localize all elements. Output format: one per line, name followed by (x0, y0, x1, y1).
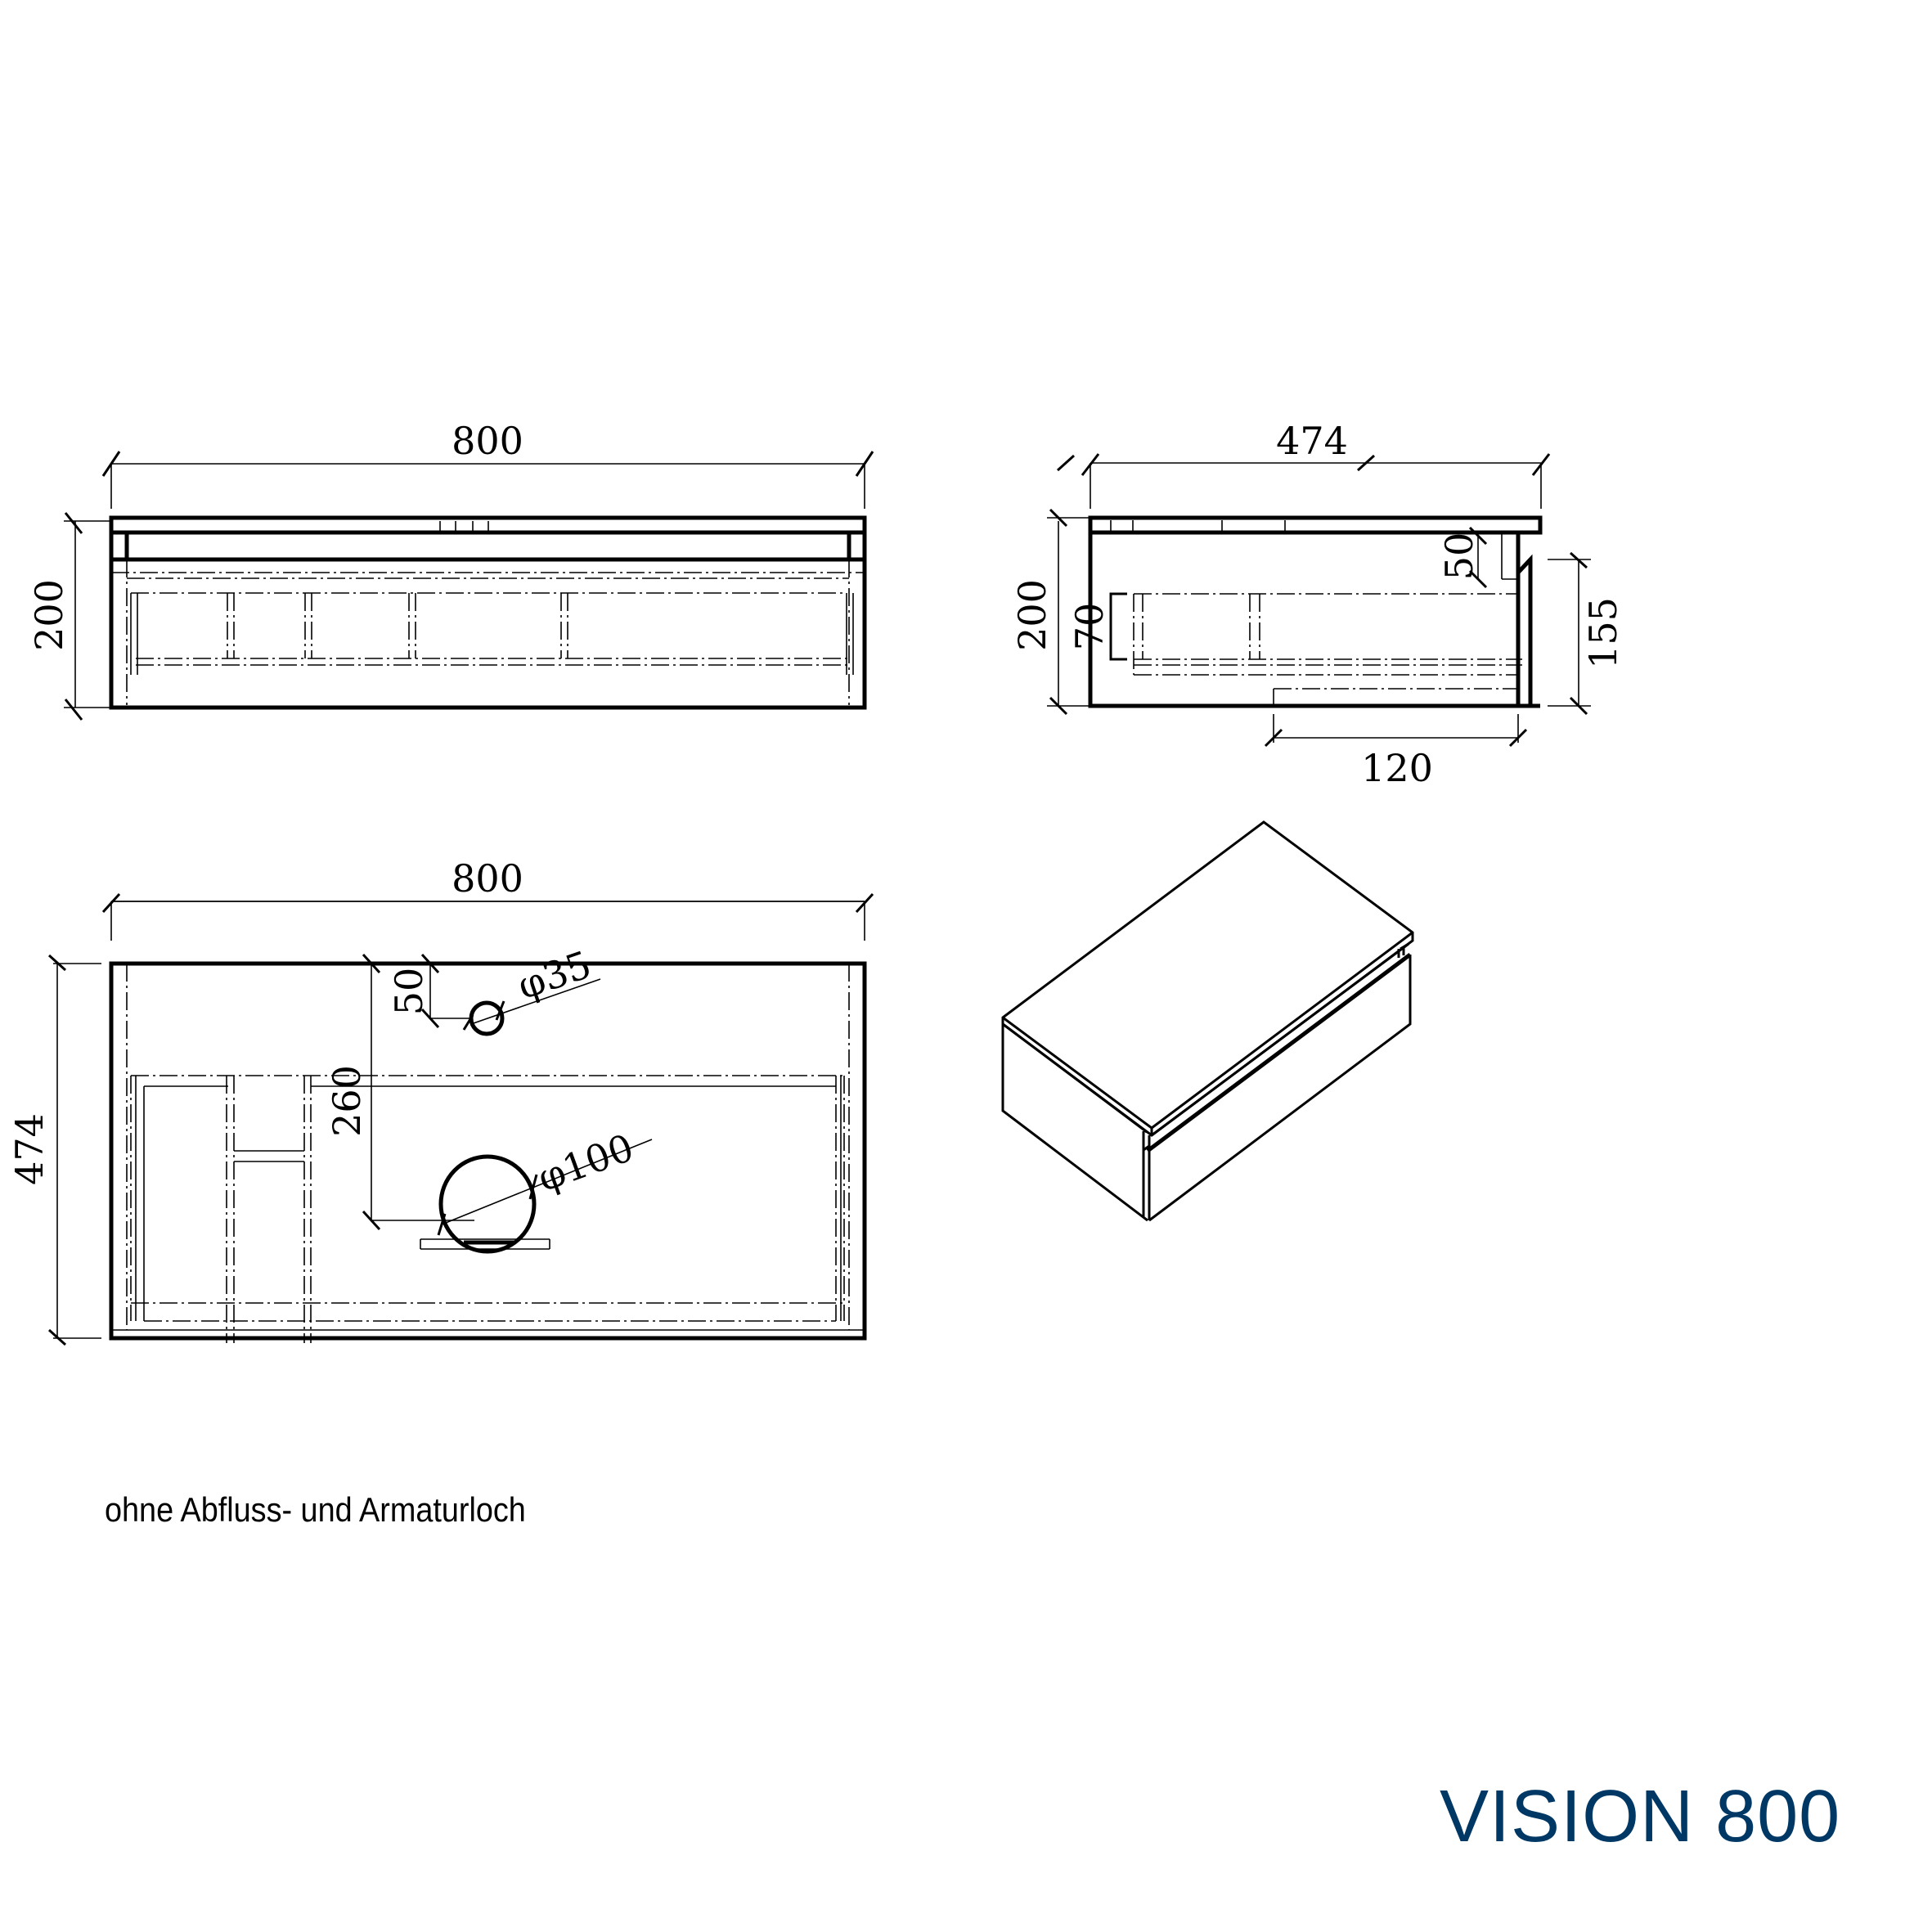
side-front-height-label: 155 (1581, 597, 1625, 669)
side-height-label: 200 (1010, 579, 1054, 651)
side-depth-dimension: 474 (1056, 419, 1551, 509)
side-view: 474 200 50 (1010, 419, 1625, 790)
side-bottom-recess-label: 120 (1361, 746, 1433, 790)
front-height-dimension: 200 (27, 512, 110, 721)
side-height-dimension: 200 (1010, 508, 1090, 716)
drain-hole (438, 1154, 537, 1254)
front-view: 800 200 (27, 419, 874, 721)
side-depth-label: 474 (1276, 419, 1348, 463)
top-depth-label: 474 (7, 1113, 52, 1185)
drain-offset-label: 260 (325, 1065, 369, 1137)
top-width-label: 800 (452, 856, 523, 901)
note-text: ohne Abfluss- und Armaturloch (105, 1490, 526, 1529)
front-width-label: 800 (452, 419, 523, 463)
front-width-dimension: 800 (101, 419, 874, 509)
side-drawer-inner-label: 70 (1067, 603, 1112, 651)
side-top-gap-label: 50 (1437, 532, 1481, 581)
product-title: VISION 800 (1440, 1776, 1841, 1858)
top-view: 800 474 (7, 856, 874, 1346)
drain-hole-label: φ100 (532, 1126, 639, 1201)
tap-offset-label: 50 (387, 968, 431, 1016)
top-width-dimension: 800 (101, 856, 874, 941)
isometric-view (1001, 820, 1414, 1222)
top-depth-dimension: 474 (7, 954, 101, 1346)
front-height-label: 200 (27, 579, 71, 651)
tap-hole-label: φ35 (512, 942, 596, 1009)
